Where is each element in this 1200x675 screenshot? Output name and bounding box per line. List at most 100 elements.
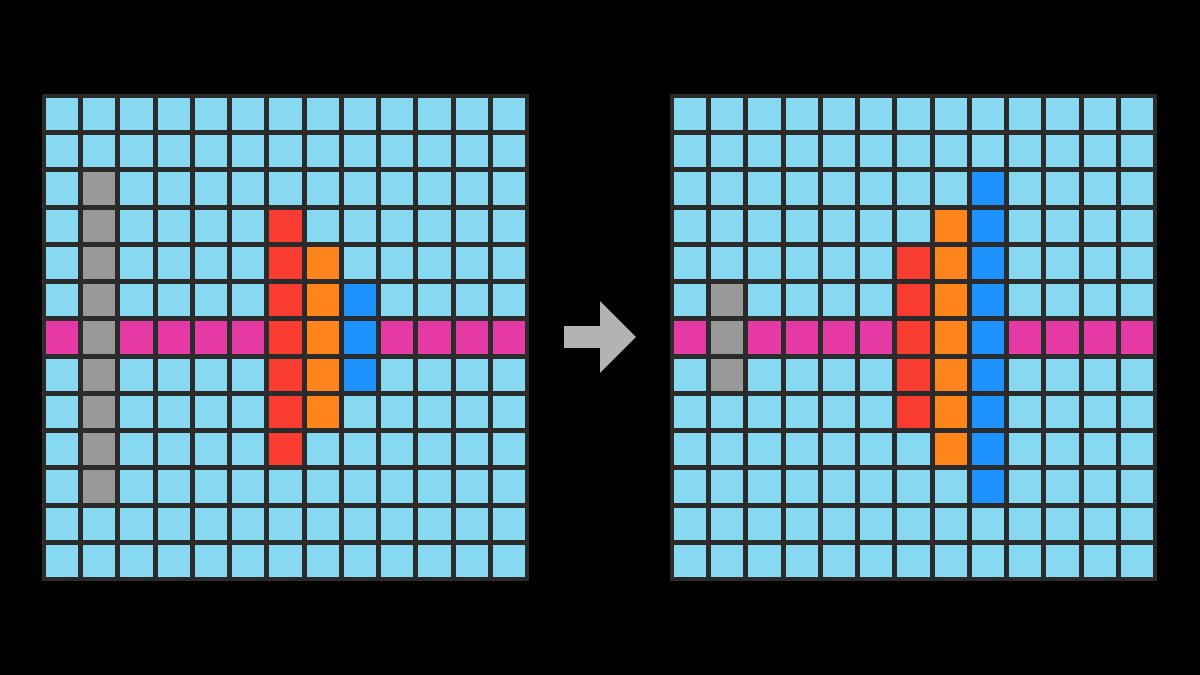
- grid-cell: [860, 135, 893, 168]
- grid-cell: [269, 433, 302, 466]
- grid-cell: [232, 544, 265, 577]
- grid-cell: [860, 246, 893, 280]
- grid-cell: [785, 172, 818, 205]
- grid-cell: [455, 395, 488, 429]
- grid-cell: [269, 544, 302, 577]
- grid-cell: [748, 358, 781, 391]
- grid-cell: [674, 395, 707, 429]
- grid-cell: [860, 358, 893, 391]
- grid-cell: [46, 395, 79, 429]
- grid-cell: [748, 321, 781, 354]
- grid-cell: [232, 321, 265, 354]
- grid-cell: [748, 209, 781, 242]
- grid-cell: [897, 433, 930, 466]
- grid-cell: [860, 507, 893, 540]
- grid-cell: [157, 470, 190, 503]
- grid-cell: [418, 209, 451, 242]
- grid-cell: [897, 470, 930, 503]
- grid-cell: [971, 321, 1005, 354]
- grid-cell: [455, 246, 488, 280]
- grid-cell: [785, 544, 818, 577]
- grid-cell: [897, 284, 930, 317]
- grid-cell: [455, 358, 488, 391]
- grid-cell: [860, 284, 893, 317]
- grid-cell: [1009, 470, 1042, 503]
- grid-cell: [83, 433, 116, 466]
- grid-cell: [46, 321, 79, 354]
- grid-cell: [343, 246, 377, 280]
- grid-cell: [306, 284, 339, 317]
- grid-cell: [1083, 98, 1116, 131]
- grid-cell: [674, 507, 707, 540]
- grid-cell: [194, 358, 228, 391]
- grid-cell: [1046, 246, 1079, 280]
- grid-cell: [455, 470, 488, 503]
- grid-cell: [934, 358, 967, 391]
- grid-cell: [1120, 470, 1153, 503]
- grid-cell: [157, 135, 190, 168]
- grid-cell: [934, 321, 967, 354]
- grid-cell: [343, 98, 377, 131]
- grid-cell: [711, 507, 744, 540]
- grid-cell: [1083, 470, 1116, 503]
- grid-cell: [785, 209, 818, 242]
- grid-cell: [1009, 358, 1042, 391]
- grid-cell: [1083, 395, 1116, 429]
- grid-cell: [157, 172, 190, 205]
- grid-cell: [1009, 433, 1042, 466]
- grid-cell: [83, 470, 116, 503]
- grid-cell: [418, 246, 451, 280]
- input-grid: [42, 94, 529, 581]
- grid-cell: [674, 98, 707, 131]
- grid-cell: [1046, 284, 1079, 317]
- grid-cell: [46, 135, 79, 168]
- grid-cell: [232, 172, 265, 205]
- grid-cell: [381, 544, 414, 577]
- grid-cell: [83, 135, 116, 168]
- grid-cell: [1120, 135, 1153, 168]
- grid-cell: [83, 321, 116, 354]
- grid-cell: [934, 544, 967, 577]
- grid-cell: [897, 544, 930, 577]
- grid-cell: [785, 321, 818, 354]
- grid-cell: [822, 98, 856, 131]
- grid-cell: [1046, 172, 1079, 205]
- grid-cell: [1009, 98, 1042, 131]
- grid-cell: [934, 135, 967, 168]
- grid-cell: [822, 321, 856, 354]
- grid-cell: [1083, 321, 1116, 354]
- grid-cell: [822, 135, 856, 168]
- grid-cell: [194, 395, 228, 429]
- grid-cell: [1009, 172, 1042, 205]
- grid-cell: [711, 246, 744, 280]
- grid-cell: [897, 246, 930, 280]
- grid-cell: [971, 98, 1005, 131]
- grid-cell: [194, 98, 228, 131]
- grid-cell: [120, 544, 153, 577]
- grid-cell: [455, 172, 488, 205]
- grid-cell: [194, 321, 228, 354]
- grid-cell: [418, 470, 451, 503]
- grid-cell: [1083, 544, 1116, 577]
- grid-cell: [1009, 135, 1042, 168]
- grid-cell: [306, 358, 339, 391]
- grid-cell: [1009, 507, 1042, 540]
- grid-cell: [748, 98, 781, 131]
- grid-cell: [971, 470, 1005, 503]
- grid-cell: [46, 470, 79, 503]
- grid-cell: [232, 470, 265, 503]
- grid-cell: [455, 507, 488, 540]
- grid-cell: [418, 395, 451, 429]
- grid-cell: [381, 358, 414, 391]
- grid-cell: [1009, 544, 1042, 577]
- grid-cell: [455, 98, 488, 131]
- grid-cell: [711, 321, 744, 354]
- grid-cell: [46, 172, 79, 205]
- grid-cell: [674, 246, 707, 280]
- grid-cell: [971, 135, 1005, 168]
- grid-cell: [157, 358, 190, 391]
- grid-cell: [455, 433, 488, 466]
- grid-cell: [492, 135, 525, 168]
- grid-cell: [157, 395, 190, 429]
- grid-cell: [381, 135, 414, 168]
